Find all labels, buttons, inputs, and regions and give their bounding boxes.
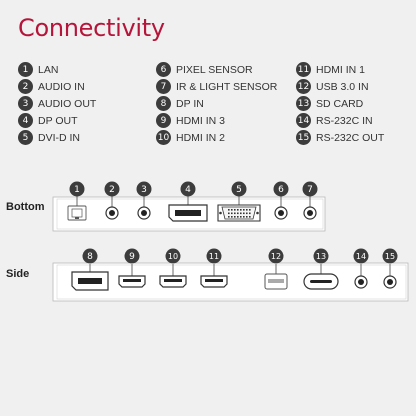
pixel-sensor-jack-icon [274,206,288,220]
sd-card-slot-icon [303,273,339,290]
bottom-panel-inner [56,198,324,230]
legend-number: 12 [296,79,311,94]
legend-label: SD CARD [316,97,364,110]
legend-number: 13 [296,96,311,111]
legend-number: 8 [156,96,171,111]
side-badge-10: 10 [165,248,181,264]
usb-3-port-icon [264,273,288,290]
legend-label: HDMI IN 1 [316,63,366,76]
svg-text:8: 8 [87,252,93,262]
legend-label: RS-232C OUT [316,131,385,144]
dp-in-port-icon [71,271,109,291]
legend-number: 5 [18,130,33,145]
legend-item-pixel-sensor: 6 PIXEL SENSOR [156,62,253,77]
legend-number: 14 [296,113,311,128]
legend-label: AUDIO IN [38,80,85,93]
page-title: Connectivity [18,14,165,42]
legend-label: DP IN [176,97,204,110]
legend-number: 3 [18,96,33,111]
legend-item-dvi-d-in: 5 DVI-D IN [18,130,80,145]
svg-text:1: 1 [74,185,80,195]
legend-number: 7 [156,79,171,94]
audio-in-jack-icon [105,206,119,220]
svg-text:3: 3 [141,185,147,195]
side-panel-inner [56,264,407,300]
ir-light-sensor-jack-icon [303,206,317,220]
legend-number: 1 [18,62,33,77]
side-badge-15: 15 [382,248,398,264]
dvi-d-in-port-icon [217,204,261,222]
bottom-badge-2: 2 [104,181,120,197]
svg-text:11: 11 [209,252,219,261]
svg-text:10: 10 [168,252,178,261]
legend-item-audio-out: 3 AUDIO OUT [18,96,96,111]
svg-text:7: 7 [307,185,313,195]
legend-label: AUDIO OUT [38,97,97,110]
side-badge-9: 9 [124,248,140,264]
svg-text:4: 4 [185,185,191,195]
svg-text:15: 15 [385,252,395,261]
legend-item-usb-3-in: 12 USB 3.0 IN [296,79,369,94]
svg-text:13: 13 [316,252,326,261]
svg-text:6: 6 [278,185,284,195]
side-badge-14: 14 [353,248,369,264]
legend-number: 6 [156,62,171,77]
svg-text:9: 9 [129,252,135,262]
bottom-badge-5: 5 [231,181,247,197]
legend-item-hdmi-in-1: 11 HDMI IN 1 [296,62,365,77]
legend-number: 2 [18,79,33,94]
hdmi-in-2-port-icon [159,275,187,288]
audio-out-jack-icon [137,206,151,220]
legend-label: PIXEL SENSOR [176,63,253,76]
legend-item-lan: 1 LAN [18,62,58,77]
hdmi-in-1-port-icon [200,275,228,288]
bottom-badge-3: 3 [136,181,152,197]
legend-number: 15 [296,130,311,145]
svg-text:5: 5 [236,185,242,195]
bottom-badge-6: 6 [273,181,289,197]
hdmi-in-3-port-icon [118,275,146,288]
legend-item-ir-light-sensor: 7 IR & LIGHT SENSOR [156,79,277,94]
legend-label: USB 3.0 IN [316,80,369,93]
side-panel [52,262,409,302]
legend-label: HDMI IN 3 [176,114,226,127]
bottom-badge-4: 4 [180,181,196,197]
side-row-label: Side [6,268,30,280]
legend-label: DVI-D IN [38,131,80,144]
svg-text:14: 14 [356,252,366,261]
legend-number: 4 [18,113,33,128]
side-badge-8: 8 [82,248,98,264]
bottom-row-label: Bottom [6,201,45,213]
lan-port-icon [67,205,87,221]
side-badge-13: 13 [313,248,329,264]
legend-label: DP OUT [38,114,78,127]
side-badge-11: 11 [206,248,222,264]
svg-text:12: 12 [271,252,281,261]
legend-item-sd-card: 13 SD CARD [296,96,363,111]
legend-label: IR & LIGHT SENSOR [176,80,278,93]
legend-item-hdmi-in-2: 10 HDMI IN 2 [156,130,225,145]
legend-item-rs232c-in: 14 RS-232C IN [296,113,373,128]
rs232c-in-jack-icon [354,275,368,289]
svg-text:2: 2 [109,185,115,195]
legend-number: 9 [156,113,171,128]
legend-item-rs232c-out: 15 RS-232C OUT [296,130,384,145]
legend-number: 11 [296,62,311,77]
bottom-leader-lines [76,196,311,207]
legend-number: 10 [156,130,171,145]
side-panel-frame [52,262,409,302]
legend-item-hdmi-in-3: 9 HDMI IN 3 [156,113,225,128]
legend-item-audio-in: 2 AUDIO IN [18,79,85,94]
legend-item-dp-out: 4 DP OUT [18,113,77,128]
legend-item-dp-in: 8 DP IN [156,96,204,111]
rs232c-out-jack-icon [383,275,397,289]
legend-label: RS-232C IN [316,114,373,127]
bottom-badge-1: 1 [69,181,85,197]
legend-label: LAN [38,63,59,76]
dp-out-port-icon [168,204,208,222]
legend-label: HDMI IN 2 [176,131,226,144]
bottom-badge-7: 7 [302,181,318,197]
side-badge-12: 12 [268,248,284,264]
